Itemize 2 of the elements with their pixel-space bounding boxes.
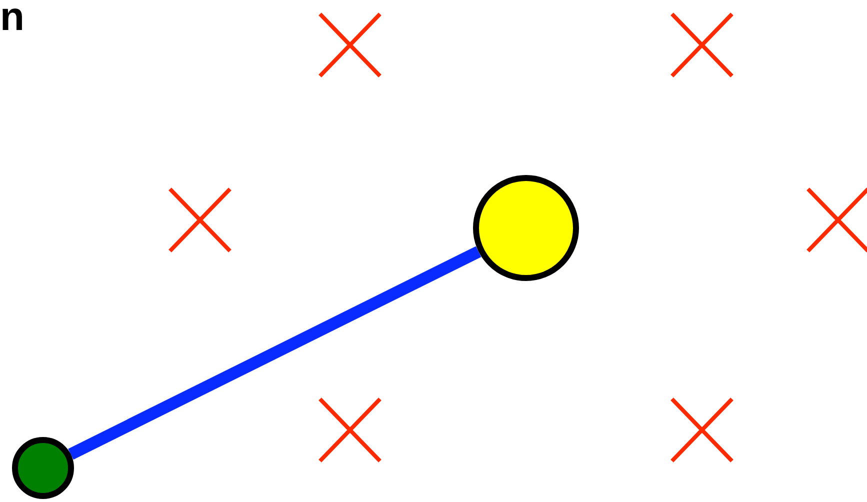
connector-line [68,246,482,460]
heading-letter: n [0,0,24,34]
